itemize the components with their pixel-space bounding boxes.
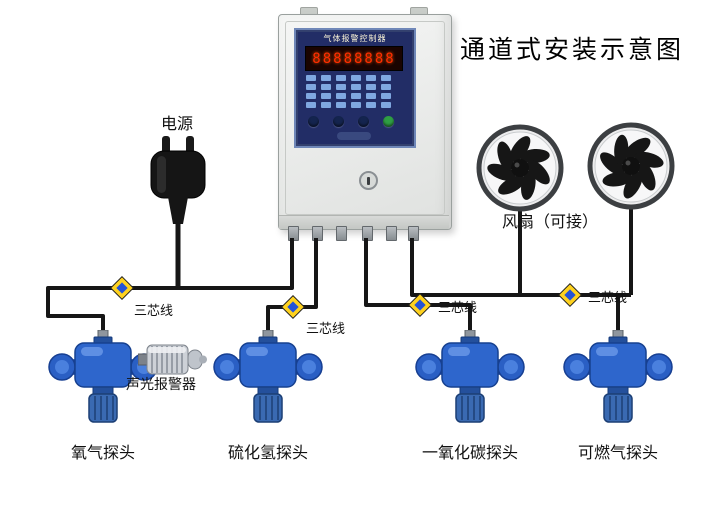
panel-button: [358, 116, 369, 127]
panel-button: [333, 116, 344, 127]
indicator-light: [306, 102, 316, 108]
diagram-title: 通道式安装示意图: [460, 37, 685, 64]
wire-connector-diamond: [407, 292, 433, 318]
indicator-light: [381, 75, 391, 81]
panel-speaker-bar: [337, 132, 371, 140]
alarm-label: 声光报警器: [126, 376, 196, 392]
indicator-light: [321, 84, 331, 90]
panel-button-green: [383, 116, 394, 127]
wire-connector-diamond: [109, 275, 135, 301]
gas-detector-icon: [415, 329, 525, 423]
panel-buttons: [308, 116, 402, 127]
wire-connector-diamond: [557, 282, 583, 308]
power-label: 电源: [161, 116, 194, 133]
indicator-light: [306, 84, 316, 90]
indicator-light: [336, 75, 346, 81]
sound-light-alarm-icon: [137, 342, 210, 381]
wire-tag: 三芯线: [134, 303, 174, 318]
wire-connector-diamond: [280, 294, 306, 320]
panel-title: 气体报警控制器: [323, 34, 387, 43]
indicator-light: [381, 102, 391, 108]
cable-gland: [386, 226, 397, 241]
keyhole-lock-icon: [359, 171, 378, 190]
power-plug-icon: [146, 136, 210, 231]
indicator-light: [336, 102, 346, 108]
cable-gland: [336, 226, 347, 241]
indicator-light: [381, 84, 391, 90]
detector-h2s: 硫化氢探头: [213, 329, 323, 463]
fan-right-icon: [587, 122, 675, 215]
indicator-light: [321, 75, 331, 81]
wire-co: [364, 238, 472, 334]
indicator-light: [366, 75, 376, 81]
indicator-light: [381, 93, 391, 99]
detector-oxygen: 氧气探头: [48, 329, 158, 463]
wire-tag: 三芯线: [438, 300, 478, 315]
gas-detector-icon: [563, 329, 673, 423]
indicator-light: [366, 102, 376, 108]
indicator-light: [306, 93, 316, 99]
indicator-light: [336, 84, 346, 90]
detector-label: 硫化氢探头: [227, 445, 308, 462]
detector-combustible: 可燃气探头: [563, 329, 673, 463]
indicator-light: [351, 75, 361, 81]
fan-left-icon: [476, 124, 564, 217]
controller-panel: 气体报警控制器 88888888: [294, 28, 416, 148]
panel-button: [308, 116, 319, 127]
gas-detector-icon: [213, 329, 323, 423]
indicator-light: [306, 75, 316, 81]
detector-label: 一氧化碳探头: [421, 445, 518, 462]
led-display: 88888888: [305, 46, 403, 71]
controller-box-lip: [279, 215, 449, 229]
controller-box: 气体报警控制器 88888888: [278, 14, 452, 230]
detector-label: 可燃气探头: [577, 445, 658, 462]
fan-label: 风扇（可接）: [502, 214, 599, 231]
indicator-light: [351, 93, 361, 99]
indicator-light: [321, 102, 331, 108]
indicator-light: [336, 93, 346, 99]
indicator-light: [366, 84, 376, 90]
gas-detector-icon: [48, 329, 158, 423]
wire-tag: 三芯线: [588, 290, 628, 305]
indicator-light: [351, 84, 361, 90]
controller-door: [285, 21, 445, 215]
detector-co: 一氧化碳探头: [415, 329, 525, 463]
detector-label: 氧气探头: [70, 445, 135, 462]
indicator-grid: [306, 75, 404, 109]
indicator-light: [351, 102, 361, 108]
indicator-light: [321, 93, 331, 99]
wire-oxygen: [46, 238, 294, 334]
indicator-light: [366, 93, 376, 99]
wire-tag: 三芯线: [306, 321, 346, 336]
